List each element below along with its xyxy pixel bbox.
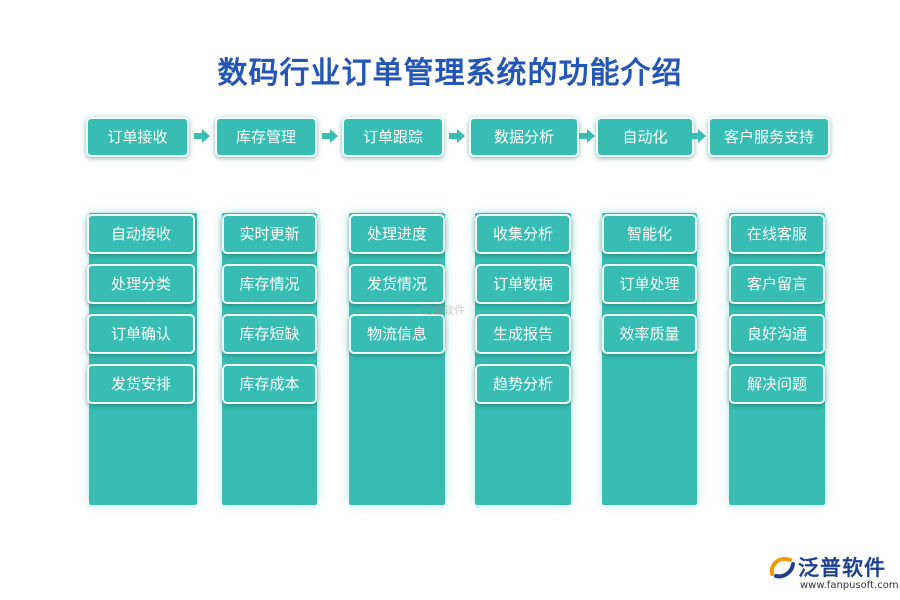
right-arrow-icon: [322, 129, 338, 143]
right-arrow-icon: [579, 129, 595, 143]
logo-icon: [769, 557, 795, 579]
logo-name: 泛普软件: [798, 556, 886, 580]
list-item: 客户留言: [729, 264, 825, 304]
list-item: 订单处理: [602, 264, 697, 304]
list-item: 收集分析: [475, 214, 571, 254]
column-data-analysis: [475, 213, 571, 505]
page-title: 数码行业订单管理系统的功能介绍: [217, 56, 683, 91]
header-box-customer-service: 客户服务支持: [708, 117, 830, 157]
header-box-data-analysis: 数据分析: [469, 117, 579, 157]
list-item: 处理分类: [87, 264, 195, 304]
right-arrow-icon: [449, 129, 465, 143]
list-item: 效率质量: [602, 314, 697, 354]
list-item: 处理进度: [349, 214, 445, 254]
list-item: 生成报告: [475, 314, 571, 354]
list-item: 库存情况: [222, 264, 317, 304]
brand-logo: 泛普软件 www.fanpusoft.com: [768, 550, 899, 596]
right-arrow-icon: [690, 129, 706, 143]
header-box-automation: 自动化: [596, 117, 694, 157]
watermark: 泛普软件: [421, 304, 465, 317]
list-item: 良好沟通: [729, 314, 825, 354]
list-item: 智能化: [602, 214, 697, 254]
column-inventory: [222, 213, 317, 505]
logo-url: www.fanpusoft.com: [800, 580, 899, 591]
list-item: 订单数据: [475, 264, 571, 304]
list-item: 在线客服: [729, 214, 825, 254]
column-order-tracking: [349, 213, 445, 505]
column-order-receive: [89, 213, 197, 505]
header-box-inventory: 库存管理: [215, 117, 317, 157]
list-item: 物流信息: [349, 314, 445, 354]
list-item: 趋势分析: [475, 364, 571, 404]
list-item: 实时更新: [222, 214, 317, 254]
list-item: 发货情况: [349, 264, 445, 304]
list-item: 库存短缺: [222, 314, 317, 354]
list-item: 订单确认: [87, 314, 195, 354]
column-customer-service: [729, 213, 825, 505]
right-arrow-icon: [194, 129, 210, 143]
list-item: 库存成本: [222, 364, 317, 404]
list-item: 发货安排: [87, 364, 195, 404]
header-box-order-tracking: 订单跟踪: [342, 117, 444, 157]
header-box-order-receive: 订单接收: [86, 117, 189, 157]
list-item: 解决问题: [729, 364, 825, 404]
column-automation: [602, 213, 697, 505]
list-item: 自动接收: [87, 214, 195, 254]
